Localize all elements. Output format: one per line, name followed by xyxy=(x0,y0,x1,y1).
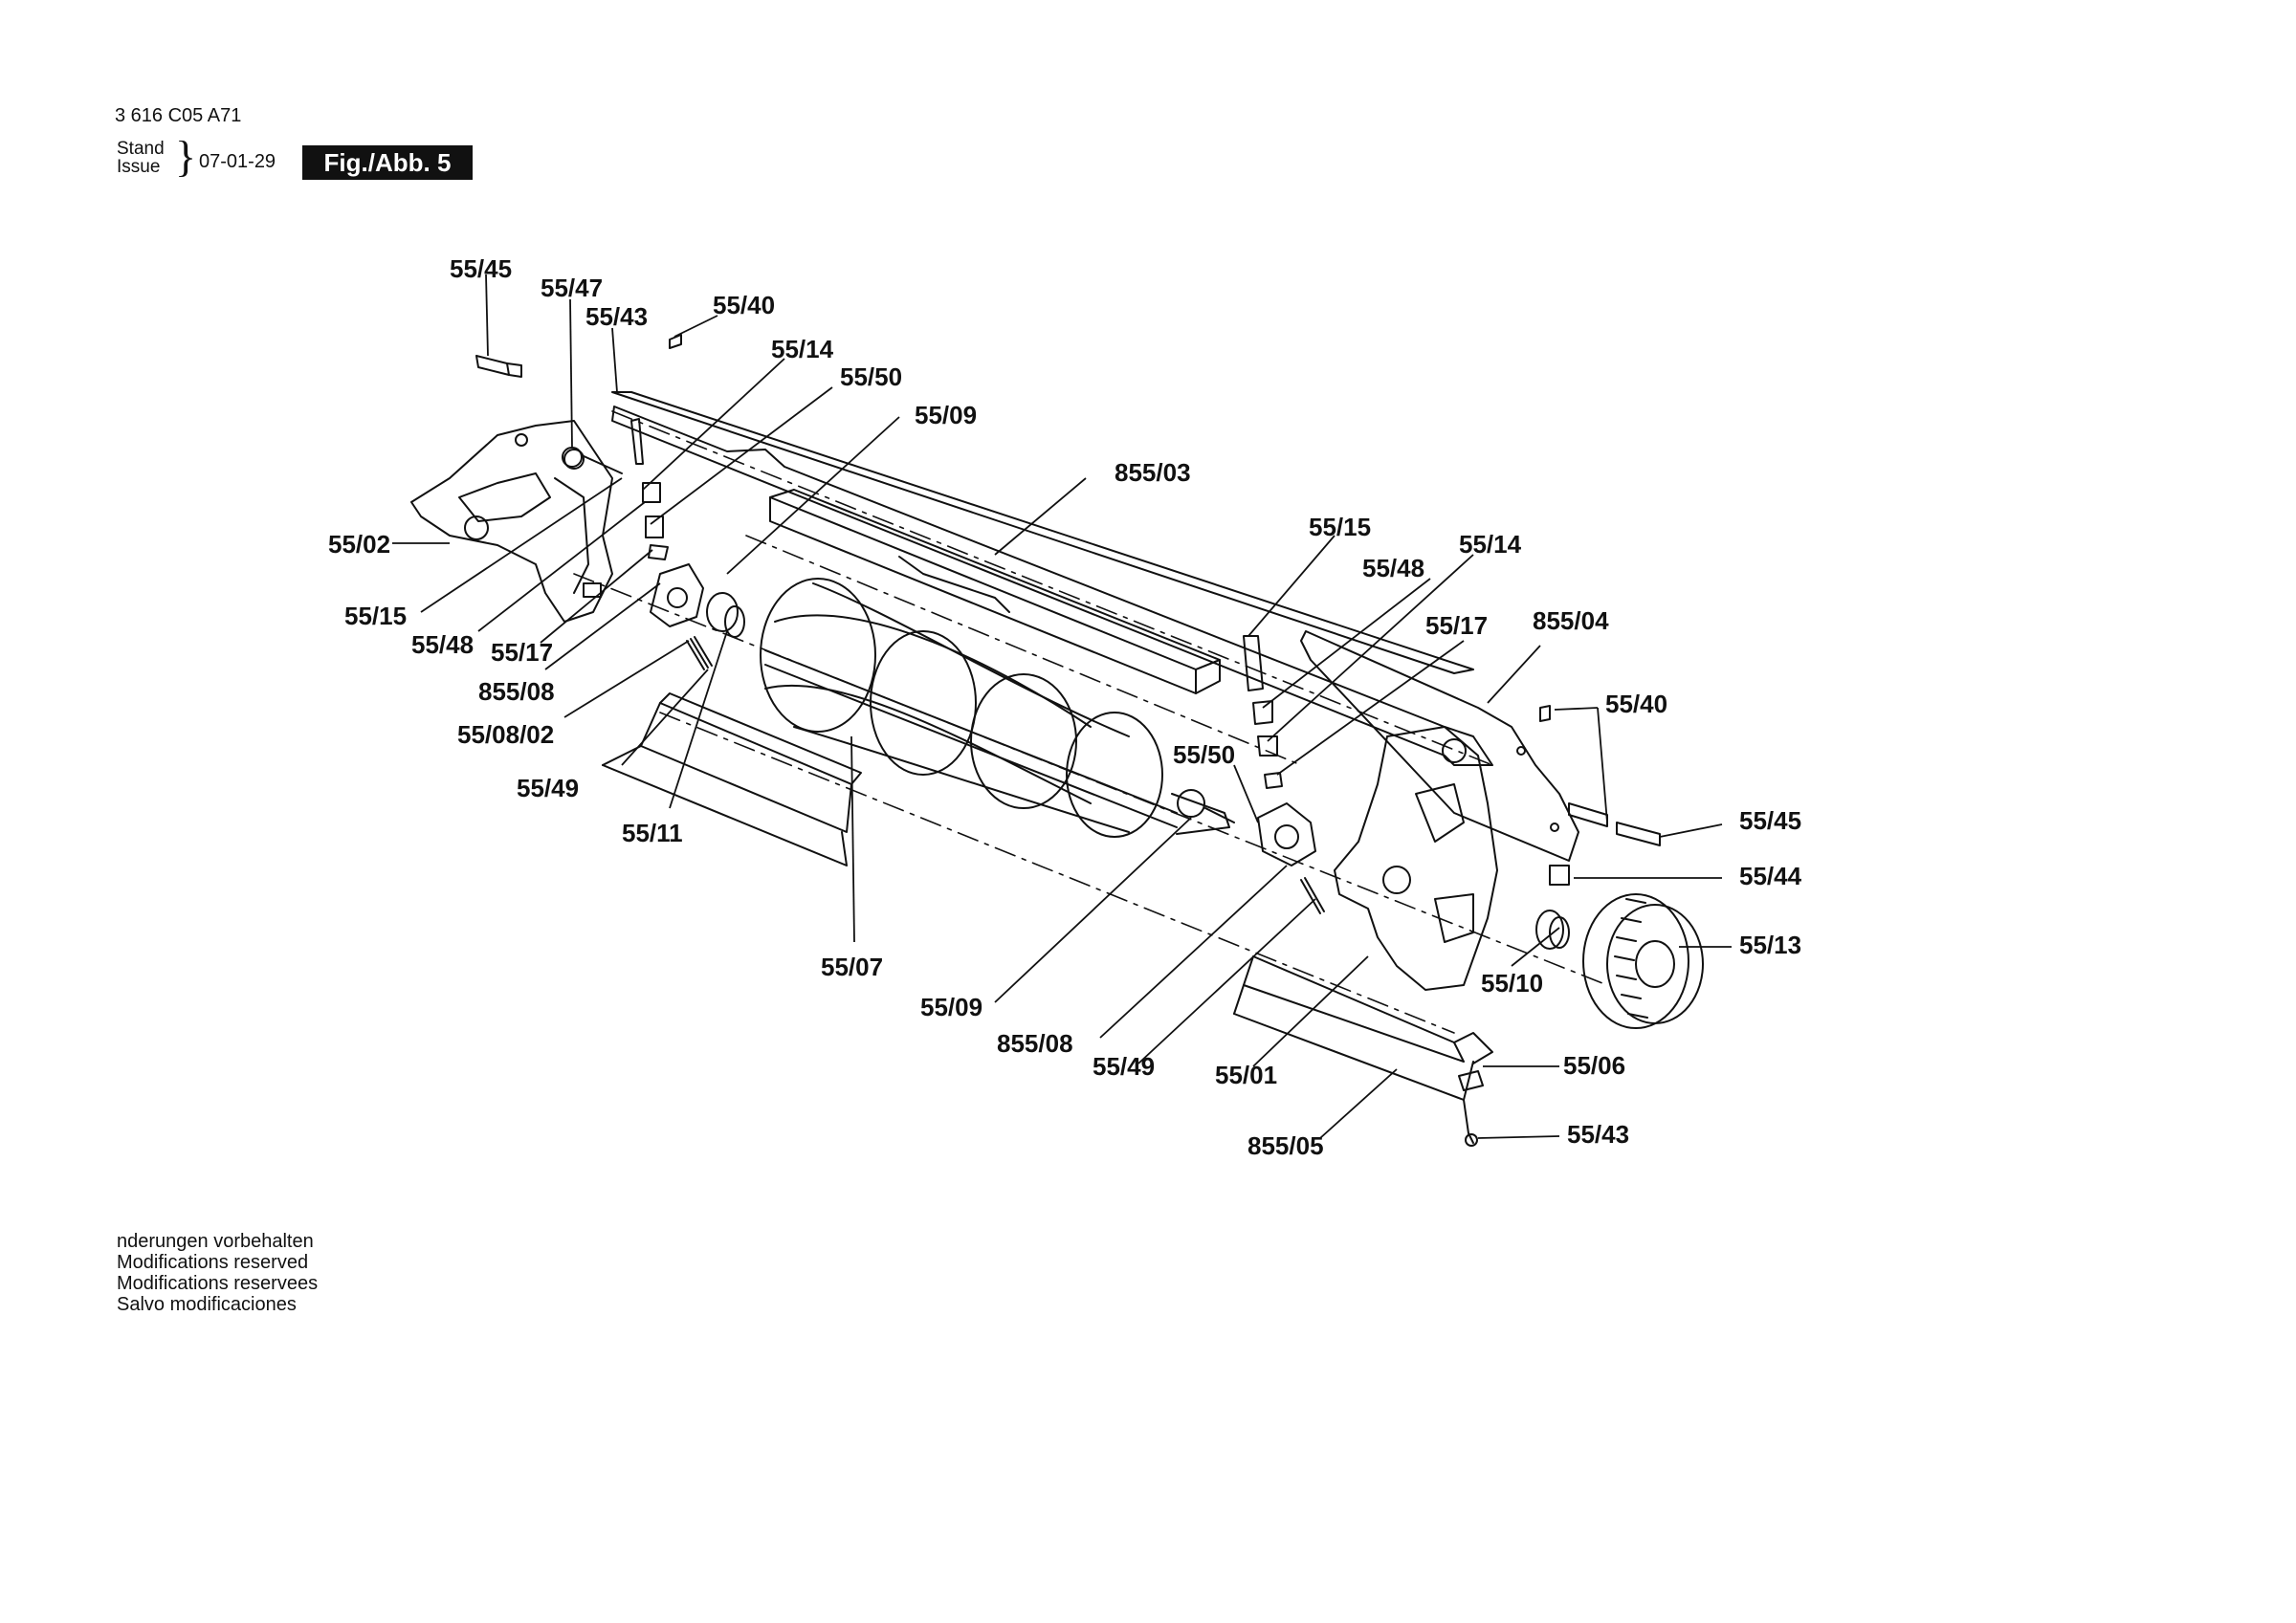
label-855-05: 855/05 xyxy=(1247,1131,1324,1160)
cutting-cylinder xyxy=(760,578,1235,838)
label-55-11: 55/11 xyxy=(622,819,683,847)
label-55-45-top: 55/45 xyxy=(450,254,512,283)
issue-label: Issue xyxy=(117,157,161,177)
label-55-15-left: 55/15 xyxy=(344,602,407,630)
label-55-49-left: 55/49 xyxy=(517,774,579,802)
label-55-17-left: 55/17 xyxy=(491,638,553,667)
label-55-40-top: 55/40 xyxy=(713,291,775,319)
label-55-44: 55/44 xyxy=(1739,862,1802,890)
modifications-note: nderungen vorbehalten Modifications rese… xyxy=(117,1231,318,1315)
note-line-en: Modifications reserved xyxy=(117,1252,309,1273)
assembly-axes xyxy=(573,410,1608,1034)
label-55-50-top: 55/50 xyxy=(840,362,902,391)
square-rod xyxy=(769,489,1221,694)
note-line-de: nderungen vorbehalten xyxy=(117,1231,314,1252)
label-855-04: 855/04 xyxy=(1533,606,1609,635)
right-top-plate xyxy=(1300,630,1579,862)
left-bottom-blade xyxy=(602,692,862,866)
label-55-06: 55/06 xyxy=(1563,1051,1625,1080)
brace-symbol: } xyxy=(175,132,197,181)
drive-wheel xyxy=(1582,893,1704,1029)
stand-issue-label: Stand Issue xyxy=(117,140,165,176)
label-855-03: 855/03 xyxy=(1115,458,1191,487)
document-number: 3 616 C05 A71 xyxy=(115,105,242,126)
label-55-43-bottom: 55/43 xyxy=(1567,1120,1629,1149)
label-55-07: 55/07 xyxy=(821,953,883,981)
note-line-es: Salvo modificaciones xyxy=(117,1294,297,1315)
label-55-01: 55/01 xyxy=(1215,1061,1277,1089)
top-crossbar xyxy=(611,391,1493,766)
label-55-14-top: 55/14 xyxy=(771,335,834,363)
label-55-02: 55/02 xyxy=(328,530,390,559)
right-bottom-blade xyxy=(1233,955,1493,1147)
label-55-50-right: 55/50 xyxy=(1173,740,1235,769)
left-side-plate xyxy=(410,420,613,623)
label-55-17-right: 55/17 xyxy=(1425,611,1488,640)
label-55-15-right: 55/15 xyxy=(1309,513,1371,541)
label-55-49-bottom: 55/49 xyxy=(1093,1052,1155,1081)
label-55-09-bottom: 55/09 xyxy=(920,993,982,1021)
label-55-09-top: 55/09 xyxy=(915,401,977,429)
issue-date: 07-01-29 xyxy=(199,151,276,172)
label-55-08-02: 55/08/02 xyxy=(457,720,554,749)
label-55-48-right: 55/48 xyxy=(1362,554,1424,582)
label-55-47: 55/47 xyxy=(541,274,603,302)
note-line-fr: Modifications reservees xyxy=(117,1273,319,1294)
right-fasteners xyxy=(1535,705,1661,950)
right-side-plate xyxy=(1334,726,1498,991)
label-855-08-left: 855/08 xyxy=(478,677,555,706)
figure-badge: Fig./Abb. 5 xyxy=(302,145,473,180)
left-small-parts xyxy=(475,334,682,560)
label-55-13: 55/13 xyxy=(1739,931,1801,959)
label-55-14-right: 55/14 xyxy=(1459,530,1522,559)
label-855-08-bottom: 855/08 xyxy=(997,1029,1073,1058)
label-55-43-top: 55/43 xyxy=(585,302,648,331)
label-55-45-right: 55/45 xyxy=(1739,806,1801,835)
label-55-10: 55/10 xyxy=(1481,969,1543,998)
leader-lines xyxy=(392,274,1732,1139)
part-labels: 55/45 55/47 55/43 55/40 55/14 55/50 55/0… xyxy=(328,254,1802,1160)
right-shaft-parts xyxy=(1243,635,1325,914)
left-bearing-block xyxy=(650,563,745,670)
stand-label: Stand xyxy=(117,139,165,159)
label-55-40-right: 55/40 xyxy=(1605,690,1667,718)
label-55-48-left: 55/48 xyxy=(411,630,474,659)
